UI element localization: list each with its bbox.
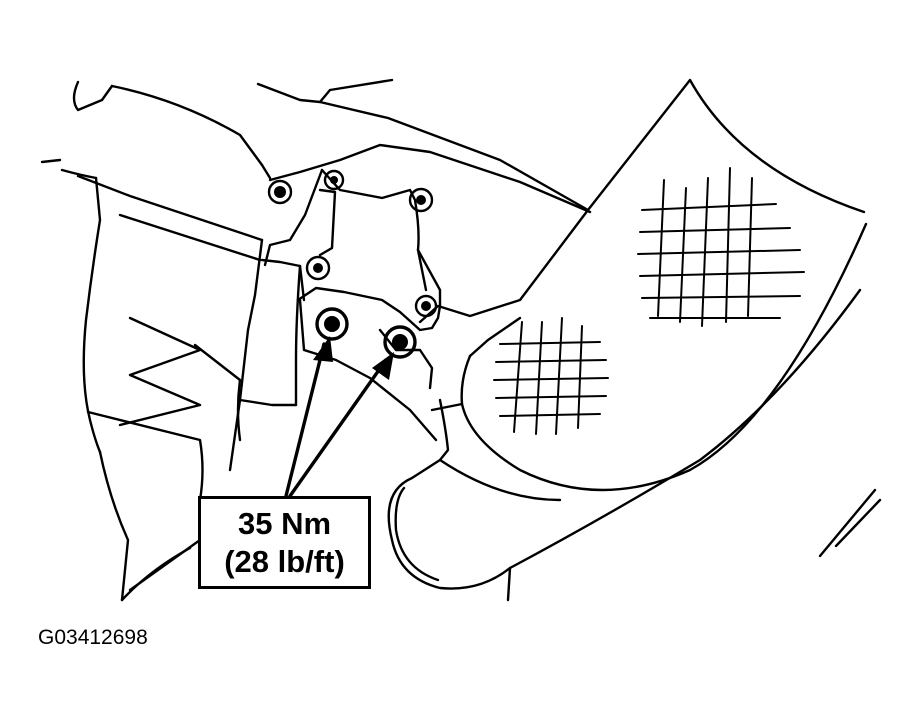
torque-metric: 35 Nm — [237, 505, 332, 541]
torque-imperial: (28 lb/ft) — [224, 543, 345, 579]
crosshatch-large — [637, 167, 805, 327]
figure-id: G03412698 — [38, 626, 148, 649]
torque-callout: 35 Nm (28 lb/ft) — [198, 496, 371, 589]
crosshatch-small — [493, 317, 609, 435]
bolt-torque-left — [315, 307, 349, 341]
bolt-middle-right — [414, 294, 438, 318]
vertical-member — [228, 238, 306, 472]
arrowhead-left — [313, 336, 333, 362]
leader-arrows — [284, 336, 394, 498]
left-body-panel — [40, 80, 272, 602]
bolt-heads — [267, 169, 438, 359]
curved-housing — [418, 78, 868, 492]
bolt-torque-right — [383, 325, 417, 359]
arrowhead-right — [372, 352, 394, 380]
bolt-top — [323, 169, 345, 191]
mount-bracket — [263, 168, 442, 442]
bolt-upper-left — [267, 179, 293, 205]
bolt-upper-right — [408, 187, 434, 213]
upper-frame — [256, 78, 592, 214]
lower-pipe — [387, 288, 882, 602]
bolt-middle-left — [305, 255, 331, 281]
serrated-edge — [118, 316, 242, 442]
